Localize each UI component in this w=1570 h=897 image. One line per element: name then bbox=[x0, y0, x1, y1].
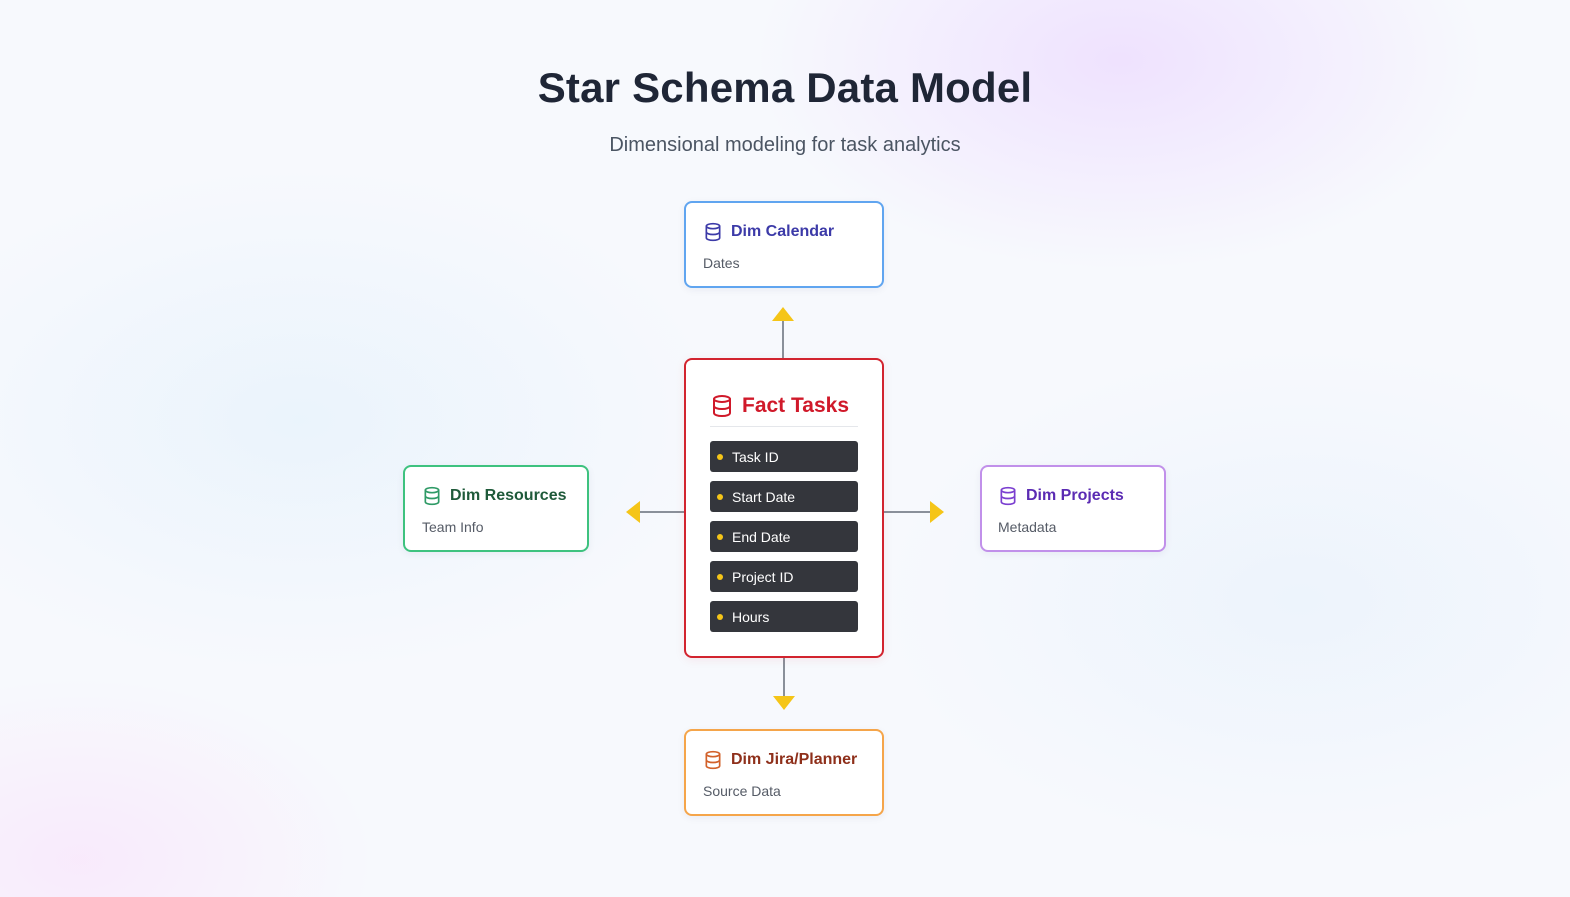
fact-field: Task ID bbox=[710, 441, 858, 472]
bullet-dot-icon bbox=[717, 613, 723, 620]
connector-left bbox=[638, 511, 684, 513]
database-icon bbox=[703, 222, 723, 242]
dim-calendar-subtitle: Dates bbox=[703, 255, 740, 271]
bullet-dot-icon bbox=[717, 533, 723, 540]
arrow-right-icon bbox=[930, 501, 944, 523]
fact-field-label: End Date bbox=[732, 528, 791, 545]
database-icon bbox=[422, 486, 442, 506]
arrow-down-icon bbox=[773, 696, 795, 710]
connector-bottom bbox=[783, 658, 785, 698]
dim-projects-card[interactable]: Dim Projects Metadata bbox=[980, 465, 1166, 552]
arrow-left-icon bbox=[626, 501, 640, 523]
bullet-dot-icon bbox=[717, 453, 723, 460]
database-icon bbox=[998, 486, 1018, 506]
dim-resources-card[interactable]: Dim Resources Team Info bbox=[403, 465, 589, 552]
page-subtitle: Dimensional modeling for task analytics bbox=[609, 134, 961, 156]
fact-field: End Date bbox=[710, 521, 858, 552]
dim-jira-planner-title: Dim Jira/Planner bbox=[731, 751, 858, 768]
database-icon bbox=[703, 750, 723, 770]
fact-tasks-card[interactable]: Fact Tasks Task ID Start Date End Date P… bbox=[684, 358, 884, 658]
fact-field-label: Hours bbox=[732, 608, 770, 625]
fact-tasks-header: Fact Tasks bbox=[710, 392, 858, 427]
dim-calendar-title: Dim Calendar bbox=[731, 223, 835, 240]
fact-tasks-title: Fact Tasks bbox=[742, 394, 849, 417]
bullet-dot-icon bbox=[717, 573, 723, 580]
dim-resources-title: Dim Resources bbox=[450, 487, 567, 504]
connector-right bbox=[884, 511, 932, 513]
fact-field-label: Task ID bbox=[732, 448, 779, 465]
dim-jira-planner-subtitle: Source Data bbox=[703, 783, 781, 799]
fact-field-label: Project ID bbox=[732, 568, 794, 585]
database-icon bbox=[710, 394, 734, 418]
dim-projects-subtitle: Metadata bbox=[998, 519, 1057, 535]
dim-jira-planner-card[interactable]: Dim Jira/Planner Source Data bbox=[684, 729, 884, 816]
connector-top bbox=[782, 320, 784, 358]
dim-projects-title: Dim Projects bbox=[1026, 487, 1124, 504]
fact-field: Start Date bbox=[710, 481, 858, 512]
dim-calendar-card[interactable]: Dim Calendar Dates bbox=[684, 201, 884, 288]
fact-field: Hours bbox=[710, 601, 858, 632]
fact-field-label: Start Date bbox=[732, 488, 796, 505]
fact-field-list: Task ID Start Date End Date Project ID H… bbox=[710, 441, 858, 641]
arrow-up-icon bbox=[772, 307, 794, 321]
dim-resources-subtitle: Team Info bbox=[422, 519, 484, 535]
page-title: Star Schema Data Model bbox=[537, 64, 1033, 111]
bullet-dot-icon bbox=[717, 493, 723, 500]
fact-field: Project ID bbox=[710, 561, 858, 592]
